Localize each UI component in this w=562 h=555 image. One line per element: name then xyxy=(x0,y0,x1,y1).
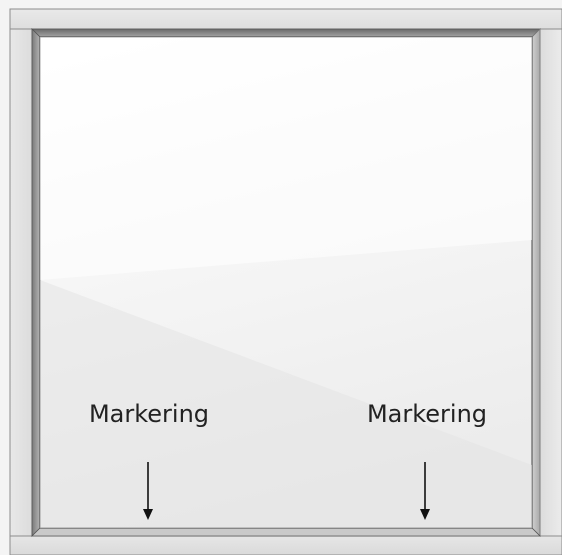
frame-left-stile xyxy=(9,28,33,537)
sash-right-bevel xyxy=(531,28,541,537)
glass-reflection xyxy=(40,37,532,280)
frame-right-stile xyxy=(539,28,562,537)
sash-bottom-bevel xyxy=(31,527,541,537)
frame-top-rail xyxy=(9,8,562,30)
marker-label: Markering xyxy=(88,400,210,428)
marker-arrow-1 xyxy=(143,462,153,520)
sash-top-bevel xyxy=(31,28,541,38)
glass-pane xyxy=(39,36,533,529)
arrow-head-1 xyxy=(143,509,153,520)
inner-sash xyxy=(31,28,541,537)
frame-bottom-rail xyxy=(9,535,562,555)
outer-frame xyxy=(9,8,562,555)
glass-shade xyxy=(40,280,532,528)
sash-left-bevel xyxy=(31,28,41,537)
arrow-head-2 xyxy=(420,509,430,520)
marker-label: Markering xyxy=(366,400,488,428)
marker-arrow-2 xyxy=(420,462,430,520)
